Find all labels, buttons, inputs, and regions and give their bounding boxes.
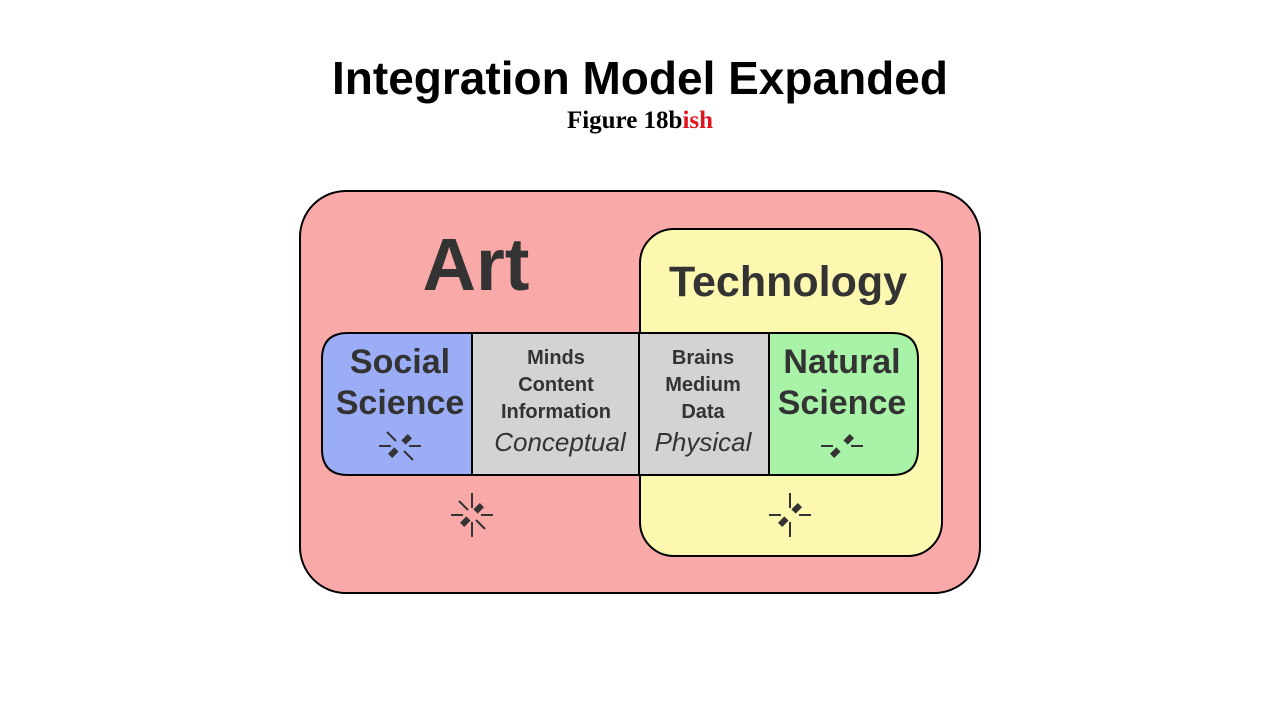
social-science-line1: Social (350, 343, 450, 381)
page-title: Integration Model Expanded (332, 52, 948, 104)
conceptual-caption: Conceptual (494, 427, 627, 457)
physical-item-medium: Medium (665, 374, 741, 396)
technology-label: Technology (669, 258, 907, 306)
social-science-line2: Science (336, 384, 465, 422)
social-science-box (321, 332, 473, 476)
conceptual-box (471, 332, 640, 476)
natural-science-line1: Natural (783, 343, 900, 381)
art-label: Art (423, 223, 530, 306)
physical-box (638, 332, 770, 476)
conceptual-item-minds: Minds (527, 347, 585, 369)
conceptual-item-content: Content (518, 374, 594, 396)
figure-suffix: ish (682, 107, 714, 134)
figure-number: Figure 18b (566, 107, 683, 134)
natural-science-line2: Science (778, 384, 907, 422)
physical-item-brains: Brains (672, 347, 734, 369)
physical-caption: Physical (655, 427, 753, 457)
figure-caption: Figure 18bish (0, 106, 1280, 136)
physical-item-data: Data (681, 401, 725, 423)
conceptual-item-information: Information (501, 401, 611, 423)
natural-science-box (768, 332, 919, 476)
